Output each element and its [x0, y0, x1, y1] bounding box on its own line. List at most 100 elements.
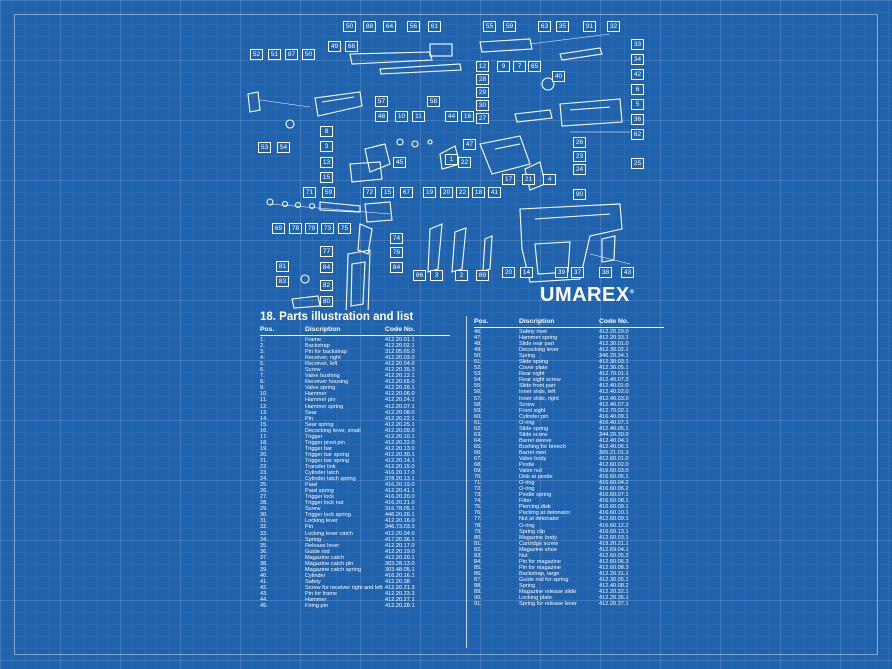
row-code: 412.20.04.0 [385, 361, 415, 368]
callout-30: 30 [476, 100, 489, 111]
row-code: 412.40.01.0 [599, 383, 629, 390]
row-pos: 57. [474, 395, 482, 402]
callout-80: 80 [320, 296, 333, 307]
callout-15: 15 [320, 172, 333, 183]
row-code: 303.48.05.1 [385, 566, 415, 573]
row-code: 412.20.38 [385, 578, 410, 585]
row-code: 412.20.13.0 [385, 445, 415, 452]
row-pos: 43. [260, 590, 268, 597]
umarex-logo: UMAREX® [540, 284, 635, 306]
row-code: 412.20.22.0 [385, 439, 415, 446]
callout-67: 67 [400, 187, 413, 198]
row-code: 365.21.01.3 [599, 449, 629, 456]
row-description: Slide screw [519, 431, 548, 438]
callout-91: 91 [583, 21, 596, 32]
row-code: 412.30.01.0 [599, 341, 629, 348]
row-code: 346.73.03.3 [385, 524, 415, 531]
row-description: Packing at detonator [519, 510, 571, 517]
row-pos: 46. [474, 329, 482, 335]
row-code: 412.60.02.0 [599, 462, 629, 469]
row-pos: 42. [260, 584, 268, 591]
row-pos: 90. [474, 595, 482, 602]
row-code: 412.30.05.1 [599, 365, 629, 372]
row-pos: 74. [474, 498, 482, 505]
row-code: 416.20.16.1 [385, 572, 415, 579]
row-pos: 25. [260, 482, 268, 489]
row-pos: 34. [260, 536, 268, 543]
row-code: 416.60.13.1 [599, 528, 629, 535]
row-description: O-ring [519, 522, 535, 529]
callout-43: 43 [621, 267, 634, 278]
row-description: Pin for magazine [519, 558, 561, 565]
row-code: 412.20.24.1 [385, 397, 415, 404]
row-code: 412.20.29.0 [599, 329, 629, 335]
callout-44: 44 [445, 111, 458, 122]
row-description: Receiver housing [305, 379, 349, 386]
row-description: Locking plate [519, 595, 552, 602]
callout-49: 49 [328, 41, 341, 52]
row-pos: 71. [474, 480, 482, 487]
row-description: Piercing disk [519, 504, 551, 511]
row-pos: 14. [260, 415, 268, 422]
row-code: 416.60.03.0 [599, 468, 629, 475]
row-pos: 51. [474, 359, 482, 366]
row-pos: 15. [260, 421, 268, 428]
callout-16: 16 [461, 111, 474, 122]
row-description: Magazine shoe [519, 546, 557, 553]
row-description: Pin for magazine [519, 564, 561, 571]
callout-56: 56 [407, 21, 420, 32]
row-description: Locking lever catch [305, 530, 353, 537]
callout-53: 53 [258, 142, 271, 153]
callout-10: 10 [395, 111, 408, 122]
row-code: 416.60.04.2 [599, 480, 629, 487]
row-pos: 73. [474, 492, 482, 499]
row-pos: 69. [474, 468, 482, 475]
callout-22: 22 [458, 157, 471, 168]
callout-83: 83 [276, 276, 289, 287]
row-code: 412.20.35.3 [385, 367, 415, 374]
callout-19: 19 [423, 187, 436, 198]
callout-4: 4 [543, 174, 556, 185]
row-pos: 65. [474, 443, 482, 450]
row-pos: 68. [474, 462, 482, 469]
row-code: 412.69.04.1 [599, 546, 629, 553]
row-pos: 33. [260, 530, 268, 537]
row-description: Valve bushing [305, 373, 340, 380]
row-description: Rear sight screw [519, 377, 561, 384]
row-pos: 82. [474, 546, 482, 553]
callout-5: 5 [631, 99, 644, 110]
callout-47: 47 [463, 139, 476, 150]
row-pos: 60. [474, 413, 482, 420]
row-pos: 45. [260, 603, 268, 610]
callout-12: 12 [476, 61, 489, 72]
row-pos: 27. [260, 494, 268, 501]
row-code: 412.40.06.1 [599, 443, 629, 450]
row-description: Guide rod [305, 548, 330, 555]
callout-48: 48 [375, 111, 388, 122]
callout-61: 61 [428, 21, 441, 32]
callout-57: 57 [375, 96, 388, 107]
callout-82: 82 [320, 280, 333, 291]
callout-58: 58 [427, 96, 440, 107]
callout-87: 87 [285, 49, 298, 60]
